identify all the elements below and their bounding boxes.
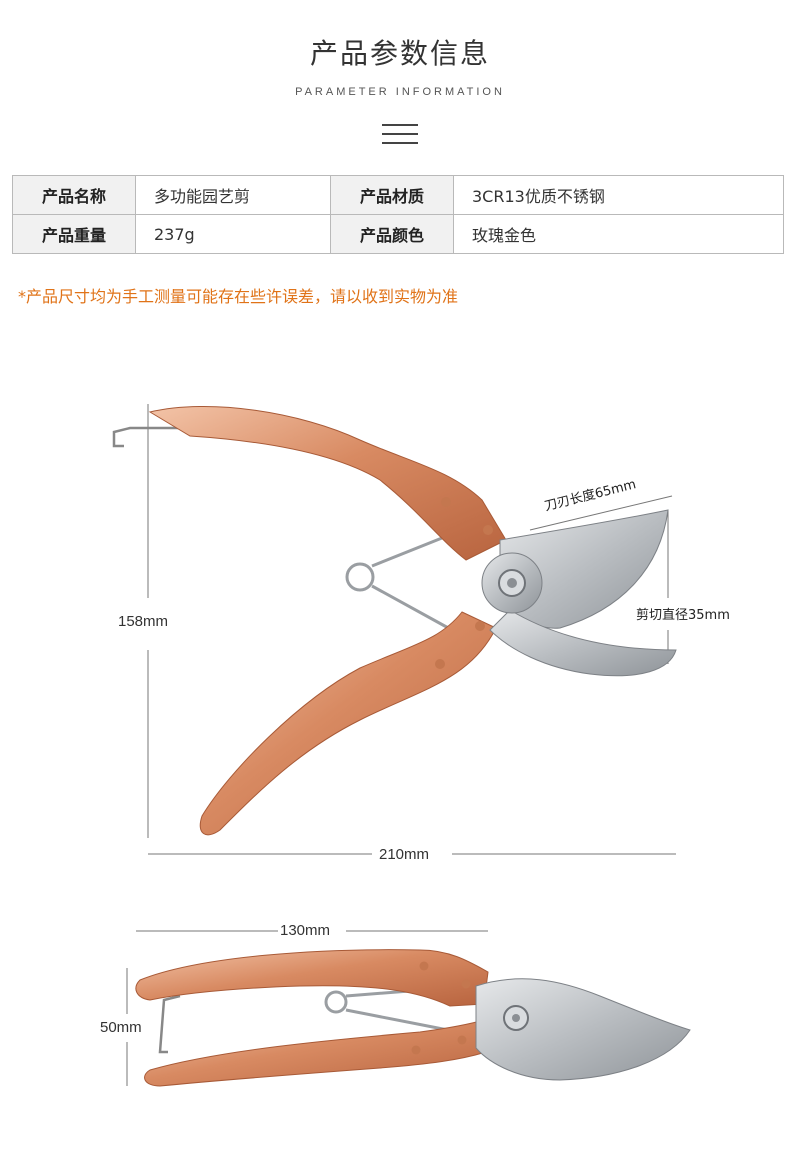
page-subtitle: PARAMETER INFORMATION [295,86,505,98]
closed-height-label: 50mm [100,1019,142,1036]
spec-value: 玫瑰金色 [453,214,784,254]
measurement-note: *产品尺寸均为手工测量可能存在些许误差，请以收到实物为准 [18,287,459,306]
spec-value: 237g [135,214,331,254]
cut-diameter-label: 剪切直径35mm [636,604,730,623]
spec-key: 产品重量 [12,214,136,254]
spec-key: 产品颜色 [330,214,454,254]
table-row: 产品重量 237g 产品颜色 玫瑰金色 [12,214,784,254]
open-pruner-image [112,404,677,855]
spec-key: 产品名称 [12,175,136,215]
page-title: 产品参数信息 [309,37,490,70]
width-dimension-label: 210mm [379,846,430,863]
table-row: 产品名称 多功能园艺剪 产品材质 3CR13优质不锈钢 [12,175,784,215]
closed-length-label: 130mm [280,922,331,939]
spec-value: 多功能园艺剪 [135,175,331,215]
closed-pruner-image [126,930,691,1087]
height-dimension-label: 158mm [118,613,169,630]
spec-table: 产品名称 多功能园艺剪 产品材质 3CR13优质不锈钢 产品重量 237g 产品… [12,175,784,254]
menu-lines-icon [382,124,418,148]
